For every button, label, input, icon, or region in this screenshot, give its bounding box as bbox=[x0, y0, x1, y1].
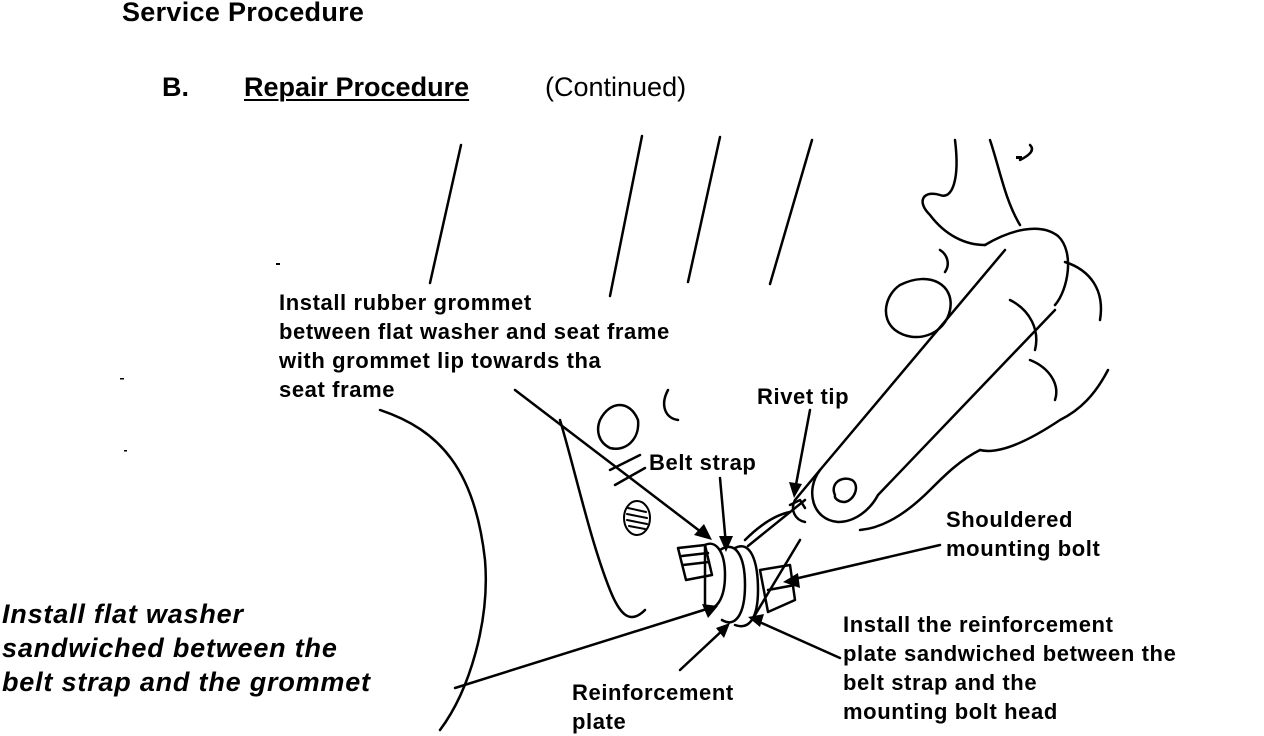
grommet-callout-line: with grommet lip towards tha bbox=[279, 348, 602, 373]
reinforcement-install-line: mounting bolt head bbox=[843, 699, 1058, 724]
flat-washer-line: belt strap and the grommet bbox=[2, 667, 371, 697]
grommet-callout-line: Install rubber grommet bbox=[279, 290, 532, 315]
shouldered-bolt-line: Shouldered bbox=[946, 507, 1074, 532]
grommet-callout: Install rubber grommet between flat wash… bbox=[279, 288, 670, 404]
threaded-hole bbox=[623, 500, 651, 536]
reinforcement-install-line: belt strap and the bbox=[843, 670, 1038, 695]
arrowheads bbox=[694, 482, 802, 638]
reinforcement-plate-line: Reinforcement bbox=[572, 680, 734, 705]
bolt-assembly bbox=[676, 498, 807, 628]
reinforcement-install-line: Install the reinforcement bbox=[843, 612, 1114, 637]
section-title: Repair Procedure bbox=[244, 72, 470, 102]
reinforcement-plate-callout: Reinforcement plate bbox=[572, 678, 734, 736]
page-title: Service Procedure bbox=[122, 0, 365, 27]
shouldered-bolt-line: mounting bolt bbox=[946, 536, 1101, 561]
flat-washer-line: Install flat washer bbox=[2, 599, 244, 629]
grommet-callout-line: between flat washer and seat frame bbox=[279, 319, 670, 344]
belt-strap-label: Belt strap bbox=[649, 450, 757, 475]
reinforcement-install-callout: Install the reinforcement plate sandwich… bbox=[843, 610, 1176, 726]
section-letter: B. bbox=[162, 72, 189, 102]
flat-washer-callout: Install flat washer sandwiched between t… bbox=[2, 597, 371, 699]
flat-washer-line: sandwiched between the bbox=[2, 633, 338, 663]
rivet-tip-label: Rivet tip bbox=[757, 384, 850, 409]
grommet-callout-line: seat frame bbox=[279, 377, 396, 402]
hand-with-wrench bbox=[791, 138, 1110, 532]
section-suffix: (Continued) bbox=[545, 72, 687, 102]
reinforcement-plate-line: plate bbox=[572, 709, 627, 734]
leader-lines bbox=[453, 388, 942, 690]
seat-outline-lines bbox=[378, 134, 814, 732]
scan-specks bbox=[120, 156, 1022, 452]
reinforcement-install-line: plate sandwiched between the bbox=[843, 641, 1177, 666]
shouldered-bolt-callout: Shouldered mounting bolt bbox=[946, 505, 1100, 563]
